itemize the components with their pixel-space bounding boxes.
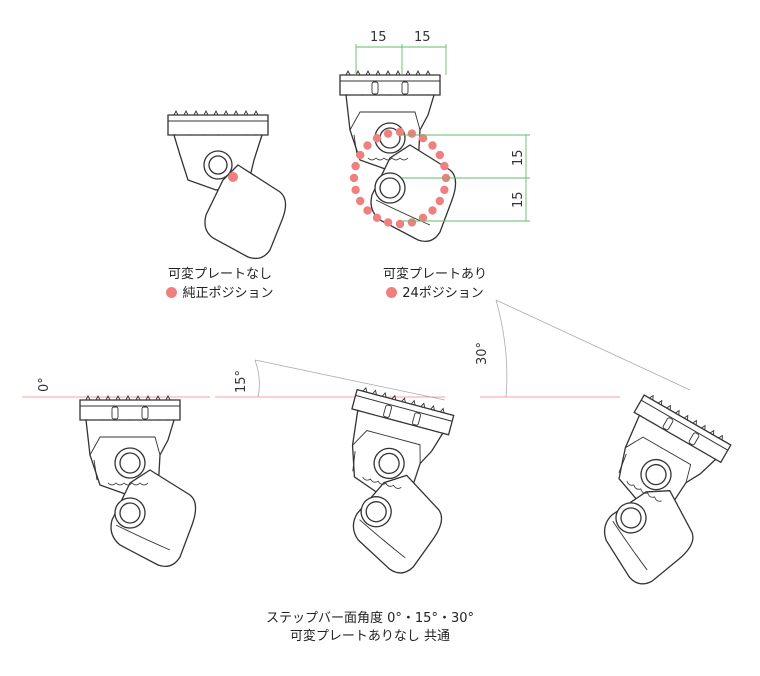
angle-30-label: 30°: [475, 342, 490, 365]
dim-label-horizontal-left: 15: [370, 30, 387, 45]
angle-15-tilt-line: [254, 359, 446, 401]
position-marker: [372, 134, 382, 143]
caption-stock-line1: 可変プレートなし: [167, 267, 272, 282]
caption-adjustable: 可変プレートあり 24ポジション: [355, 263, 515, 301]
position-marker: [383, 218, 393, 227]
mount-angle-15: [313, 385, 471, 581]
angle-30-tilt-line: [495, 299, 691, 391]
position-marker: [349, 173, 359, 183]
caption-stock: 可変プレートなし 純正ポジション: [140, 263, 300, 301]
mount-stock-position: [167, 110, 287, 260]
position-marker: [407, 218, 417, 227]
caption-stock-line2: 純正ポジション: [182, 286, 274, 301]
position-marker: [395, 127, 405, 137]
position-marker: [372, 213, 382, 222]
mount-angle-0: [79, 395, 197, 568]
position-marker: [440, 185, 449, 195]
position-marker: [356, 196, 365, 206]
caption-stock-line2-row: 純正ポジション: [140, 282, 300, 301]
caption-adjustable-line2-row: 24ポジション: [355, 282, 515, 301]
position-marker: [418, 213, 428, 222]
position-marker: [383, 129, 393, 138]
angle-15-label: 15°: [234, 370, 249, 393]
position-marker: [440, 161, 449, 171]
position-marker: [356, 150, 365, 160]
marker-dot-icon: [166, 287, 178, 298]
angle-0-label: 0°: [37, 377, 52, 392]
dim-label-horizontal-right: 15: [414, 30, 431, 45]
footer-caption: ステップバー面角度 0°・15°・30° 可変プレートありなし 共通: [220, 610, 520, 646]
footer-line2: 可変プレートありなし 共通: [289, 629, 451, 644]
position-markers-ring: [349, 127, 451, 229]
caption-adjustable-line1: 可変プレートあり: [382, 267, 487, 282]
position-marker: [407, 129, 417, 138]
position-marker: [428, 141, 437, 150]
position-marker: [435, 196, 444, 206]
marker-dot-icon: [386, 287, 398, 298]
footer-line1: ステップバー面角度 0°・15°・30°: [266, 611, 474, 626]
position-marker: [363, 206, 372, 215]
position-marker: [351, 185, 360, 195]
position-marker: [428, 206, 437, 215]
position-marker: [351, 161, 360, 171]
position-marker: [435, 150, 444, 160]
dim-label-vertical-top: 15: [511, 149, 526, 166]
position-marker: [363, 141, 372, 150]
position-marker: [418, 134, 428, 143]
position-marker: [395, 219, 405, 229]
stock-position-marker: [228, 172, 238, 182]
mount-angle-30: [560, 390, 747, 598]
caption-adjustable-line2: 24ポジション: [402, 286, 484, 301]
dimension-lines: [355, 44, 530, 222]
dim-label-vertical-bottom: 15: [511, 191, 526, 208]
